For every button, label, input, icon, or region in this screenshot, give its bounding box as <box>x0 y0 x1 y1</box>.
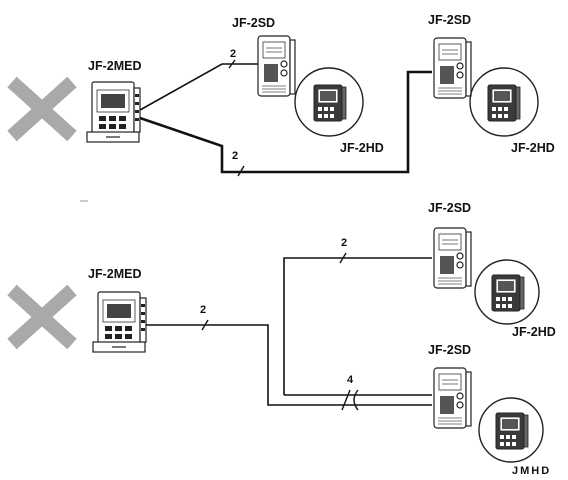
sub-master-circle <box>474 259 540 325</box>
sub-master-label: JF-2HD <box>511 141 555 155</box>
wire-count-top-lower: 2 <box>232 150 238 162</box>
sub-master-icon <box>313 84 347 122</box>
wire-count-bottom-upper: 2 <box>341 237 347 249</box>
master-station-icon <box>86 81 141 143</box>
cross-mark-icon <box>7 76 77 142</box>
master-label: JF-2MED <box>88 59 141 73</box>
wire-bottom-main <box>146 324 432 406</box>
sub-master-label: JF-2HD <box>512 325 556 339</box>
wire-tick <box>341 389 351 411</box>
wire-bracket <box>353 389 359 411</box>
sub-master-circle <box>478 397 544 463</box>
door-station-icon <box>257 35 296 97</box>
door-station-label: JF-2SD <box>428 343 471 357</box>
sub-master-label: JF-2HD <box>340 141 384 155</box>
wire-tick <box>201 319 209 331</box>
wire-top-lower <box>139 70 432 174</box>
sub-master-icon <box>495 412 529 450</box>
wire-count-top-upper: 2 <box>230 48 236 60</box>
wire-tick <box>228 59 236 69</box>
door-station-label: JF-2SD <box>428 201 471 215</box>
door-station-icon <box>433 227 472 289</box>
sub-master-icon <box>487 84 521 122</box>
wire-tick <box>237 165 245 177</box>
wire-tick <box>339 252 347 264</box>
sub-master-icon <box>491 274 525 312</box>
sub-master-circle <box>294 67 364 137</box>
door-station-icon <box>433 37 472 99</box>
bottom-configuration: JF-2MED 2 2 4 JF-2SD JF-2SD JF-2HD JMHD <box>7 201 556 477</box>
wire-count-bottom-main: 2 <box>200 304 206 316</box>
wire-top-upper <box>139 63 258 111</box>
master-station-icon <box>92 291 147 353</box>
wire-count-bottom-lower: 4 <box>347 374 354 386</box>
door-station-label: JF-2SD <box>428 13 471 27</box>
master-label: JF-2MED <box>88 267 141 281</box>
top-configuration: JF-2MED 2 2 JF-2SD JF-2SD JF-2HD JF-2HD <box>7 13 555 177</box>
door-station-label: JF-2SD <box>232 16 275 30</box>
wire-bottom-upper <box>283 257 432 395</box>
sub-master-circle <box>469 67 539 137</box>
door-station-icon <box>433 367 472 429</box>
diagram-code: JMHD <box>512 465 551 477</box>
cross-mark-icon <box>7 284 77 350</box>
